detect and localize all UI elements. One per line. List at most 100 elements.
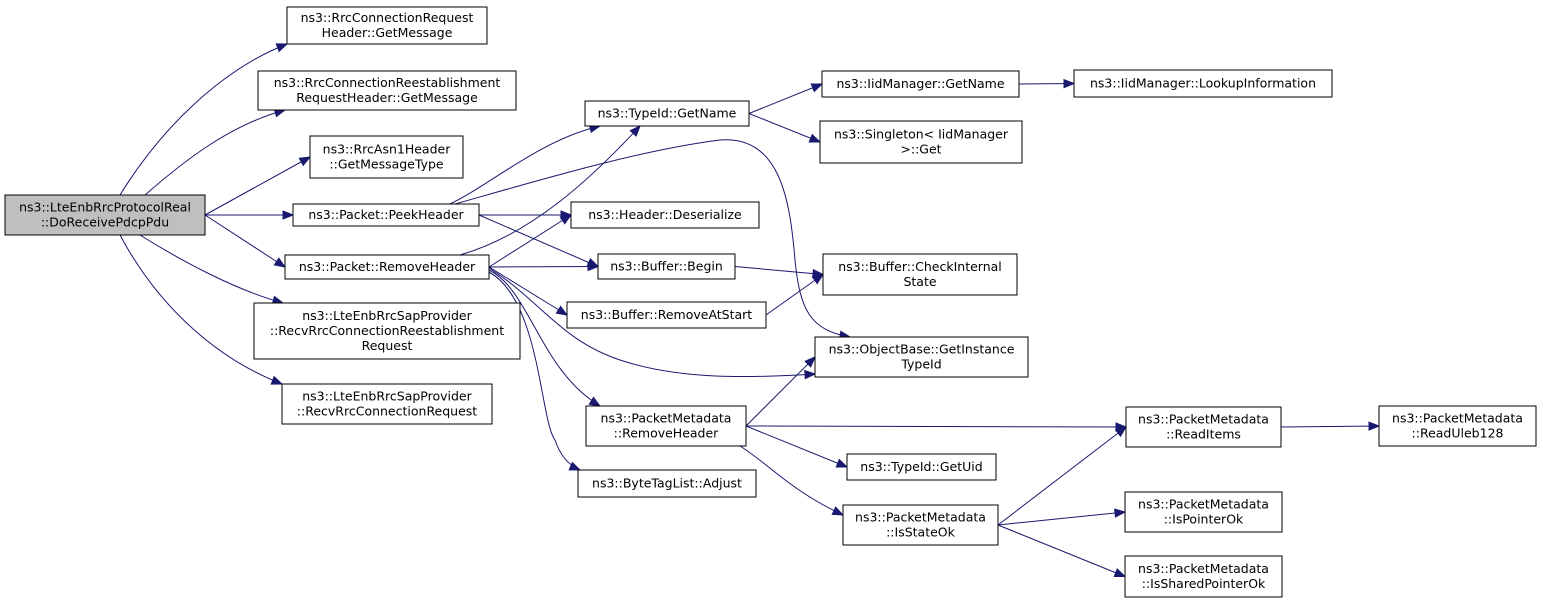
- node-label: ns3::LteEnbRrcSapProvider: [302, 308, 472, 323]
- node-label: ns3::IidManager::LookupInformation: [1090, 76, 1316, 91]
- node-root[interactable]: ns3::LteEnbRrcProtocolReal::DoReceivePdc…: [4, 194, 206, 236]
- node-label: ns3::RrcAsn1Header: [323, 142, 452, 157]
- node-box-readItems: [1125, 406, 1282, 448]
- node-box-headerDeserialize: [570, 201, 760, 229]
- node-isStateOk[interactable]: ns3::PacketMetadata::IsStateOk: [842, 504, 999, 546]
- node-box-readUleb128: [1378, 405, 1537, 447]
- arrowhead-root-to-removeHeader: [273, 257, 287, 268]
- node-isPointerOk[interactable]: ns3::PacketMetadata::IsPointerOk: [1124, 491, 1283, 533]
- node-peekHeader[interactable]: ns3::Packet::PeekHeader: [292, 203, 480, 227]
- node-readUleb128[interactable]: ns3::PacketMetadata::ReadUleb128: [1378, 405, 1537, 447]
- node-box-singletonGet: [819, 120, 1023, 164]
- node-lookupInformation[interactable]: ns3::IidManager::LookupInformation: [1073, 69, 1333, 98]
- node-box-checkInternalState: [822, 253, 1018, 296]
- node-box-byteTagListAdjust: [577, 469, 757, 498]
- node-box-rrcReestGetMessage: [257, 70, 517, 111]
- node-label: ns3::TypeId::GetName: [598, 106, 737, 121]
- node-headerDeserialize[interactable]: ns3::Header::Deserialize: [570, 201, 760, 229]
- arrowhead-removeHeader-to-byteTagListAdjust: [568, 461, 582, 471]
- node-readItems[interactable]: ns3::PacketMetadata::ReadItems: [1125, 406, 1282, 448]
- node-label: ns3::TypeId::GetUid: [860, 459, 982, 474]
- node-rrcConnReqGetMessage[interactable]: ns3::RrcConnectionRequestHeader::GetMess…: [286, 6, 488, 45]
- node-label: ns3::Header::Deserialize: [588, 207, 742, 222]
- node-typeIdGetName[interactable]: ns3::TypeId::GetName: [584, 100, 750, 127]
- edge-pmRemoveHeader-to-isStateOk: [739, 445, 844, 516]
- edge-isStateOk-to-isPointerOk: [997, 511, 1126, 526]
- arrowhead-iidGetName-to-lookupInformation: [1063, 78, 1076, 89]
- node-box-pmRemoveHeader: [585, 405, 747, 447]
- node-bufferBegin[interactable]: ns3::Buffer::Begin: [597, 253, 736, 280]
- node-pmRemoveHeader[interactable]: ns3::PacketMetadata::RemoveHeader: [585, 405, 747, 447]
- edge-root-to-removeHeader: [204, 214, 286, 268]
- edges-layer: [119, 43, 1381, 578]
- edge-isStateOk-to-isSharedPointerOk: [997, 524, 1126, 577]
- edge-root-to-rrcConnReqGetMessage: [119, 43, 288, 196]
- node-box-bufferRemoveAtStart: [566, 301, 767, 329]
- node-label: ns3::Singleton< IidManager: [834, 127, 1009, 142]
- arrowhead-removeHeader-to-headerDeserialize: [559, 214, 573, 225]
- node-removeHeader[interactable]: ns3::Packet::RemoveHeader: [284, 254, 490, 280]
- node-iidGetName[interactable]: ns3::IidManager::GetName: [821, 70, 1020, 98]
- node-label: ns3::RrcConnectionRequest: [301, 10, 474, 25]
- node-box-getInstanceTypeId: [814, 336, 1029, 378]
- node-label: ns3::PacketMetadata: [1138, 497, 1269, 512]
- node-label: ns3::Packet::PeekHeader: [308, 207, 464, 222]
- node-label: Request: [362, 338, 413, 353]
- edge-peekHeader-to-bufferBegin: [478, 214, 599, 267]
- arrowhead-pmRemoveHeader-to-typeIdGetUid: [835, 458, 849, 468]
- node-box-isSharedPointerOk: [1124, 555, 1283, 598]
- node-label: TypeId: [900, 357, 941, 372]
- node-label: ns3::RrcConnectionReestablishment: [274, 75, 501, 90]
- node-rrcReestGetMessage[interactable]: ns3::RrcConnectionReestablishmentRequest…: [257, 70, 517, 111]
- edge-typeIdGetName-to-singletonGet: [748, 113, 821, 143]
- node-typeIdGetUid[interactable]: ns3::TypeId::GetUid: [846, 453, 997, 481]
- edge-pmRemoveHeader-to-typeIdGetUid: [745, 425, 848, 468]
- node-label: ::RecvRrcConnectionReestablishment: [270, 323, 504, 338]
- node-label: State: [903, 274, 936, 289]
- node-label: ::IsPointerOk: [1164, 512, 1244, 527]
- node-getMessageType[interactable]: ns3::RrcAsn1Header::GetMessageType: [309, 135, 464, 179]
- node-label: ns3::IidManager::GetName: [836, 76, 1004, 91]
- node-singletonGet[interactable]: ns3::Singleton< IidManager >::Get: [819, 120, 1023, 164]
- edge-root-to-rrcReestGetMessage: [144, 109, 286, 196]
- node-label: ns3::PacketMetadata: [1138, 412, 1269, 427]
- node-label: ::IsStateOk: [886, 525, 956, 540]
- node-label: Header::GetMessage: [322, 25, 453, 40]
- edge-root-to-getMessageType: [204, 156, 311, 216]
- node-label: ::IsSharedPointerOk: [1142, 576, 1266, 591]
- arrowhead-removeHeader-to-bufferBegin: [587, 261, 600, 272]
- node-label: ns3::LteEnbRrcSapProvider: [302, 389, 472, 404]
- node-box-iidGetName: [821, 70, 1020, 98]
- node-box-isStateOk: [842, 504, 999, 546]
- node-label: ::ReadUleb128: [1412, 426, 1504, 441]
- edge-typeIdGetName-to-iidGetName: [748, 83, 823, 114]
- arrowhead-removeHeader-to-typeIdGetName: [629, 125, 641, 137]
- node-recvRequest[interactable]: ns3::LteEnbRrcSapProvider::RecvRrcConnec…: [281, 383, 493, 425]
- arrowhead-pmRemoveHeader-to-isStateOk: [831, 506, 845, 516]
- node-isSharedPointerOk[interactable]: ns3::PacketMetadata::IsSharedPointerOk: [1124, 555, 1283, 598]
- node-label: ns3::PacketMetadata: [1392, 411, 1523, 426]
- node-label: ns3::PacketMetadata: [601, 411, 732, 426]
- edge-peekHeader-to-getInstanceTypeId: [454, 139, 851, 338]
- arrowhead-removeHeader-to-getInstanceTypeId: [804, 369, 817, 380]
- edge-readItems-to-readUleb128: [1280, 425, 1380, 428]
- node-box-typeIdGetName: [584, 100, 750, 127]
- node-bufferRemoveAtStart[interactable]: ns3::Buffer::RemoveAtStart: [566, 301, 767, 329]
- node-box-getMessageType: [309, 135, 464, 179]
- arrowhead-readItems-to-readUleb128: [1368, 421, 1381, 431]
- node-label: ns3::Packet::RemoveHeader: [299, 259, 476, 274]
- edge-removeHeader-to-bufferRemoveAtStart: [488, 266, 568, 316]
- arrowhead-isStateOk-to-isSharedPointerOk: [1113, 568, 1127, 578]
- node-label: ns3::Buffer::RemoveAtStart: [581, 307, 753, 322]
- node-recvReestablishment[interactable]: ns3::LteEnbRrcSapProvider::RecvRrcConnec…: [253, 302, 521, 360]
- arrowhead-root-to-rrcConnReqGetMessage: [275, 43, 289, 53]
- node-label: >::Get: [900, 142, 941, 157]
- arrowhead-removeHeader-to-bufferRemoveAtStart: [555, 305, 569, 316]
- node-label: ns3::PacketMetadata: [855, 510, 986, 525]
- edge-bufferRemoveAtStart-to-checkInternalState: [765, 274, 824, 316]
- node-label: RequestHeader::GetMessage: [296, 90, 478, 105]
- node-byteTagListAdjust[interactable]: ns3::ByteTagList::Adjust: [577, 469, 757, 498]
